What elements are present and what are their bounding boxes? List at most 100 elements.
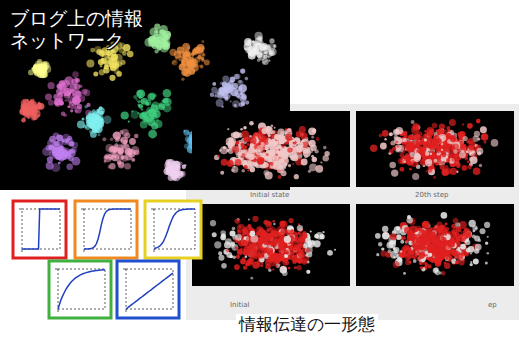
network-dot — [316, 137, 320, 141]
network-dot — [230, 77, 236, 83]
network-dot — [276, 264, 280, 268]
network-dot — [214, 241, 221, 248]
network-dot — [172, 167, 174, 169]
network-dot — [236, 255, 240, 259]
network-dot — [423, 146, 426, 149]
network-dot — [240, 128, 243, 131]
network-dot — [460, 145, 466, 151]
network-dot — [290, 154, 297, 161]
network-dot — [394, 135, 398, 139]
network-dot — [398, 158, 404, 164]
network-dot — [60, 151, 65, 156]
network-dot — [159, 30, 165, 36]
network-dot — [182, 165, 186, 169]
network-dot — [451, 157, 455, 161]
network-dot — [436, 155, 441, 160]
network-dot — [459, 141, 463, 145]
network-dot — [137, 90, 146, 99]
network-dot — [72, 97, 80, 105]
network-dot — [97, 110, 100, 113]
network-dot — [308, 127, 316, 135]
network-dot — [435, 146, 442, 153]
network-dot — [191, 56, 194, 59]
network-dot — [462, 123, 464, 125]
network-dot — [235, 158, 242, 165]
network-dot — [306, 270, 310, 274]
network-dot — [183, 130, 189, 136]
network-dot — [133, 95, 137, 99]
network-dot — [235, 159, 242, 166]
network-dot — [252, 261, 259, 268]
network-dot — [309, 140, 316, 147]
network-dot — [110, 138, 113, 141]
network-dot — [295, 233, 298, 236]
network-dot — [152, 46, 154, 48]
network-dot — [153, 111, 160, 118]
network-dot — [240, 69, 245, 74]
network-dot — [118, 155, 124, 161]
network-dot — [70, 109, 73, 112]
network-dot — [163, 103, 172, 112]
network-dot — [241, 94, 247, 100]
network-dot — [423, 135, 426, 138]
network-dot — [104, 61, 111, 68]
network-dot — [324, 151, 329, 156]
network-dot — [411, 120, 415, 124]
network-dot — [272, 220, 275, 223]
network-dot — [461, 165, 467, 171]
network-dot — [278, 149, 280, 151]
network-dot — [297, 265, 302, 270]
network-dot — [322, 231, 324, 233]
network-dot — [21, 104, 26, 109]
network-dot — [131, 158, 135, 162]
network-dot — [397, 145, 400, 148]
network-dot — [250, 143, 255, 148]
network-dot — [61, 112, 66, 117]
network-dot — [309, 163, 317, 171]
network-dot — [230, 100, 232, 102]
network-dot — [428, 168, 435, 175]
network-dot — [491, 139, 499, 147]
network-dot — [235, 74, 241, 80]
network-dot — [403, 138, 406, 141]
network-dot — [86, 60, 94, 68]
network-dot — [67, 92, 71, 96]
network-dot — [253, 149, 255, 151]
network-dot — [54, 141, 59, 146]
network-dot — [232, 146, 240, 154]
network-dot — [294, 245, 300, 251]
network-dot — [118, 162, 124, 168]
network-dot — [463, 136, 468, 141]
network-dot — [467, 165, 472, 170]
network-dot — [39, 66, 43, 70]
network-dot — [432, 123, 438, 129]
network-dot — [403, 156, 407, 160]
network-dot — [144, 117, 149, 122]
network-dot — [443, 161, 445, 163]
network-dot — [58, 98, 63, 103]
network-dot — [227, 128, 229, 130]
network-dot — [265, 147, 269, 151]
network-dot — [415, 154, 421, 160]
network-dot — [98, 133, 101, 136]
network-dot — [134, 134, 139, 139]
network-dot — [245, 101, 249, 105]
network-dot — [29, 111, 35, 117]
network-dot — [92, 127, 97, 132]
network-dot — [418, 141, 421, 144]
network-dot — [124, 163, 131, 170]
network-dot — [178, 56, 184, 62]
network-dot — [232, 166, 239, 173]
network-dot — [103, 116, 111, 124]
network-dot — [229, 138, 236, 145]
network-dot — [163, 89, 172, 98]
step-panel — [192, 204, 350, 286]
network-dot — [227, 160, 234, 167]
network-dot — [288, 164, 291, 167]
network-dot — [82, 117, 85, 120]
network-dot — [72, 93, 75, 96]
network-dot — [274, 127, 276, 129]
network-dot — [227, 82, 230, 85]
network-dot — [235, 218, 240, 223]
